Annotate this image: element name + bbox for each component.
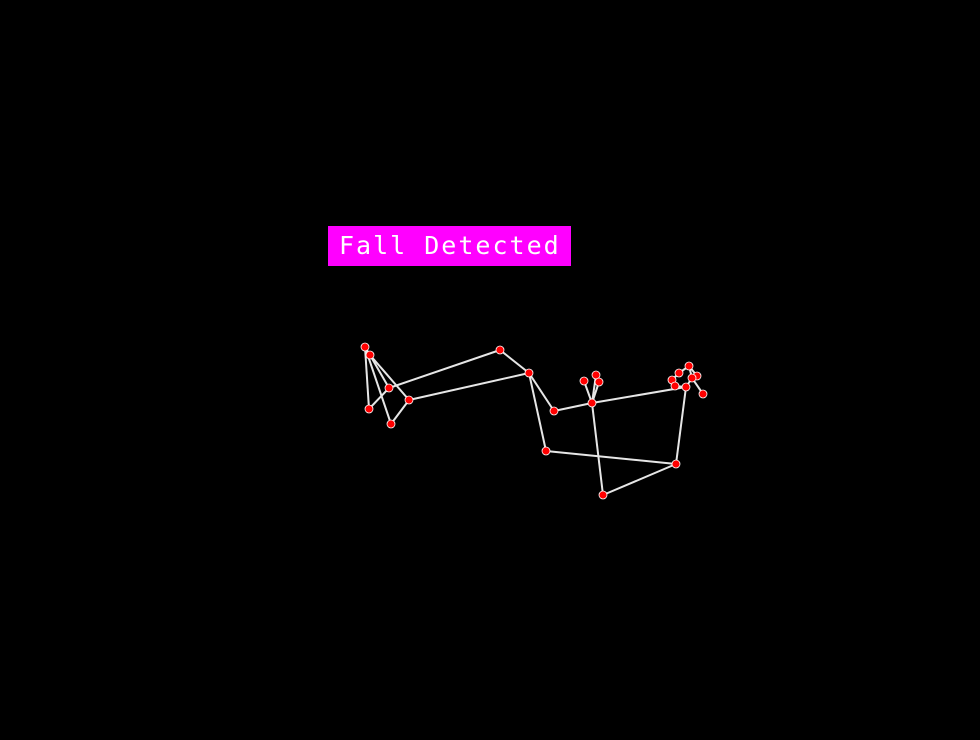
skeleton-bones	[364, 346, 704, 496]
skeleton-joint	[404, 395, 414, 405]
skeleton-bone	[602, 463, 677, 496]
skeleton-bone	[528, 372, 555, 412]
skeleton-joint	[365, 350, 375, 360]
skeleton-joint	[681, 382, 691, 392]
skeleton-joint	[541, 446, 551, 456]
skeleton-joint	[674, 368, 684, 378]
skeleton-bone	[364, 346, 370, 410]
skeleton-joint	[524, 368, 534, 378]
skeleton-bone	[591, 402, 604, 496]
skeleton-joint	[598, 490, 608, 500]
skeleton-joint	[698, 389, 708, 399]
skeleton-bone	[545, 450, 677, 465]
skeleton-bone	[591, 386, 687, 404]
skeleton-bone	[368, 387, 390, 410]
skeleton-joint	[579, 376, 589, 386]
skeleton-bone	[553, 402, 593, 412]
skeleton-joint	[364, 404, 374, 414]
skeleton-bone	[499, 349, 530, 374]
skeleton-bone	[390, 399, 410, 425]
skeleton-joint	[671, 459, 681, 469]
skeleton-joint	[495, 345, 505, 355]
skeleton-joint	[594, 377, 604, 387]
skeleton-joint	[384, 383, 394, 393]
skeleton-joint	[549, 406, 559, 416]
skeleton-joint	[670, 381, 680, 391]
skeleton-bone	[408, 372, 530, 401]
skeleton-joint	[386, 419, 396, 429]
skeleton-bone	[528, 372, 547, 452]
skeleton-joint	[360, 342, 370, 352]
skeleton-joint	[587, 398, 597, 408]
skeleton-bone	[369, 354, 390, 389]
skeleton-joint	[687, 373, 697, 383]
skeleton-joints	[360, 342, 708, 500]
skeleton-bone	[364, 346, 392, 425]
skeleton-joint	[684, 361, 694, 371]
skeleton-bone	[369, 354, 410, 401]
fall-detected-label: Fall Detected	[328, 226, 571, 266]
skeleton-bone	[675, 386, 687, 465]
skeleton-bone	[388, 349, 501, 389]
